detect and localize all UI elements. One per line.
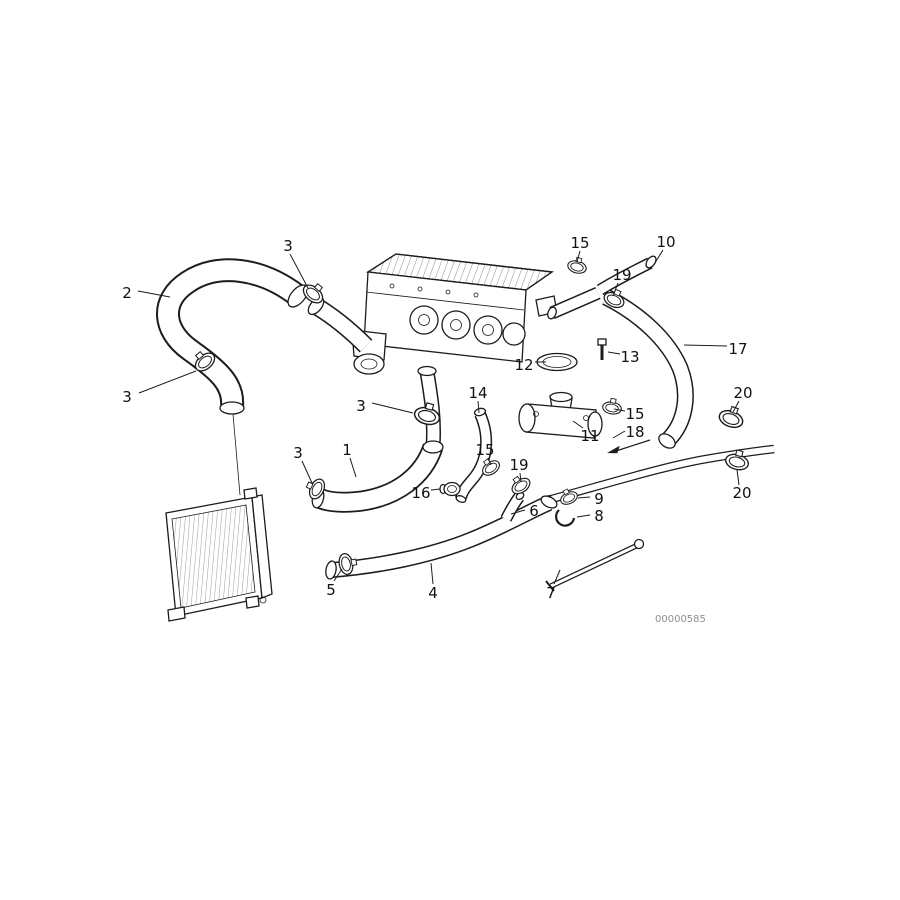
part-number-8[interactable]: 8 bbox=[594, 507, 604, 525]
hose-clamp-15b bbox=[601, 396, 624, 417]
part-number-2[interactable]: 2 bbox=[122, 284, 132, 302]
part-callout-5[interactable]: 5 bbox=[326, 568, 343, 599]
part-callout-3[interactable]: 3 bbox=[356, 397, 414, 415]
radiator bbox=[165, 487, 273, 622]
part-number-6[interactable]: 6 bbox=[529, 502, 539, 520]
leader-line bbox=[612, 430, 626, 439]
leader-line bbox=[572, 420, 584, 429]
part-callout-6[interactable]: 6 bbox=[510, 502, 539, 520]
leader-line bbox=[576, 250, 581, 263]
part-callout-4[interactable]: 4 bbox=[428, 562, 438, 602]
part-callout-20[interactable]: 20 bbox=[732, 469, 752, 502]
part-number-15[interactable]: 15 bbox=[475, 441, 494, 459]
part-number-1[interactable]: 1 bbox=[342, 441, 352, 459]
part-callout-3[interactable]: 3 bbox=[283, 237, 309, 289]
hose-4 bbox=[325, 491, 558, 580]
part-callout-7[interactable]: 7 bbox=[546, 569, 561, 602]
engine-block bbox=[351, 253, 558, 375]
part-callout-15[interactable]: 15 bbox=[570, 234, 590, 263]
part-number-20[interactable]: 20 bbox=[733, 384, 752, 402]
part-callout-2[interactable]: 2 bbox=[122, 284, 171, 302]
part-callout-18[interactable]: 18 bbox=[612, 423, 645, 441]
fitting-16 bbox=[439, 481, 461, 497]
alignment-line bbox=[232, 413, 241, 496]
part-number-15[interactable]: 15 bbox=[570, 234, 589, 252]
leader-line bbox=[301, 460, 313, 484]
part-number-15[interactable]: 15 bbox=[625, 405, 644, 423]
part-callout-9[interactable]: 9 bbox=[577, 490, 604, 508]
hose-2 bbox=[156, 258, 309, 415]
leader-line bbox=[732, 400, 740, 413]
leader-line bbox=[613, 408, 626, 412]
part-callout-15[interactable]: 15 bbox=[475, 441, 495, 466]
part-callout-16[interactable]: 16 bbox=[411, 484, 441, 502]
part-callout-11[interactable]: 11 bbox=[572, 420, 600, 445]
hose-stub-right bbox=[547, 287, 601, 320]
strap-7 bbox=[545, 538, 645, 592]
leader-line bbox=[612, 282, 619, 297]
leader-line bbox=[289, 253, 309, 289]
part-callout-15[interactable]: 15 bbox=[613, 405, 645, 423]
hose-1 bbox=[311, 440, 444, 513]
leader-line bbox=[477, 400, 480, 414]
leader-line bbox=[683, 344, 728, 347]
part-callout-19[interactable]: 19 bbox=[509, 456, 529, 483]
leader-line bbox=[371, 402, 414, 414]
part-number-19[interactable]: 19 bbox=[509, 456, 528, 474]
part-number-20[interactable]: 20 bbox=[732, 484, 751, 502]
part-number-3[interactable]: 3 bbox=[356, 397, 366, 415]
drawing-number: 00000585 bbox=[655, 614, 706, 625]
leader-line bbox=[607, 351, 621, 355]
leader-line bbox=[553, 569, 561, 585]
part-number-10[interactable]: 10 bbox=[656, 233, 675, 251]
part-number-14[interactable]: 14 bbox=[468, 384, 487, 402]
leader-line bbox=[333, 568, 343, 582]
leader-line bbox=[487, 457, 492, 466]
leader-line bbox=[652, 249, 664, 267]
thermostat-housing bbox=[518, 391, 603, 439]
part-number-12[interactable]: 12 bbox=[514, 356, 533, 374]
part-callout-8[interactable]: 8 bbox=[576, 507, 604, 525]
hose-17 bbox=[602, 289, 694, 449]
part-number-3[interactable]: 3 bbox=[122, 388, 132, 406]
part-callout-12[interactable]: 12 bbox=[514, 356, 546, 374]
part-number-19[interactable]: 19 bbox=[612, 266, 631, 284]
part-number-9[interactable]: 9 bbox=[594, 490, 604, 508]
part-number-7[interactable]: 7 bbox=[546, 584, 556, 602]
leader-line bbox=[736, 469, 740, 486]
leader-line bbox=[137, 290, 171, 298]
leader-line bbox=[577, 496, 591, 499]
part-callout-13[interactable]: 13 bbox=[607, 348, 640, 366]
bracket-8 bbox=[555, 509, 576, 527]
part-number-4[interactable]: 4 bbox=[428, 584, 438, 602]
part-number-16[interactable]: 16 bbox=[411, 484, 430, 502]
leader-line bbox=[349, 457, 357, 478]
leader-line bbox=[430, 562, 434, 585]
part-callout-3[interactable]: 3 bbox=[293, 444, 313, 484]
leader-line bbox=[138, 370, 197, 394]
part-callout-10[interactable]: 10 bbox=[652, 233, 676, 267]
part-callout-19[interactable]: 19 bbox=[612, 266, 632, 297]
part-number-13[interactable]: 13 bbox=[620, 348, 639, 366]
bolt bbox=[597, 338, 607, 360]
leader-line bbox=[519, 472, 522, 483]
direction-arrow-icon bbox=[607, 439, 651, 454]
leader-line bbox=[510, 509, 526, 515]
part-number-3[interactable]: 3 bbox=[293, 444, 303, 462]
part-callout-20[interactable]: 20 bbox=[732, 384, 753, 413]
hose-clamp-20a bbox=[716, 402, 748, 432]
leader-line bbox=[576, 514, 591, 518]
part-callout-14[interactable]: 14 bbox=[468, 384, 488, 414]
part-number-5[interactable]: 5 bbox=[326, 581, 336, 599]
part-number-11[interactable]: 11 bbox=[580, 427, 599, 445]
part-callout-1[interactable]: 1 bbox=[342, 441, 357, 478]
part-number-3[interactable]: 3 bbox=[283, 237, 293, 255]
leader-line bbox=[430, 488, 441, 491]
part-number-17[interactable]: 17 bbox=[728, 340, 747, 358]
part-callout-17[interactable]: 17 bbox=[683, 340, 748, 358]
part-callout-3[interactable]: 3 bbox=[122, 370, 197, 406]
part-number-18[interactable]: 18 bbox=[625, 423, 644, 441]
